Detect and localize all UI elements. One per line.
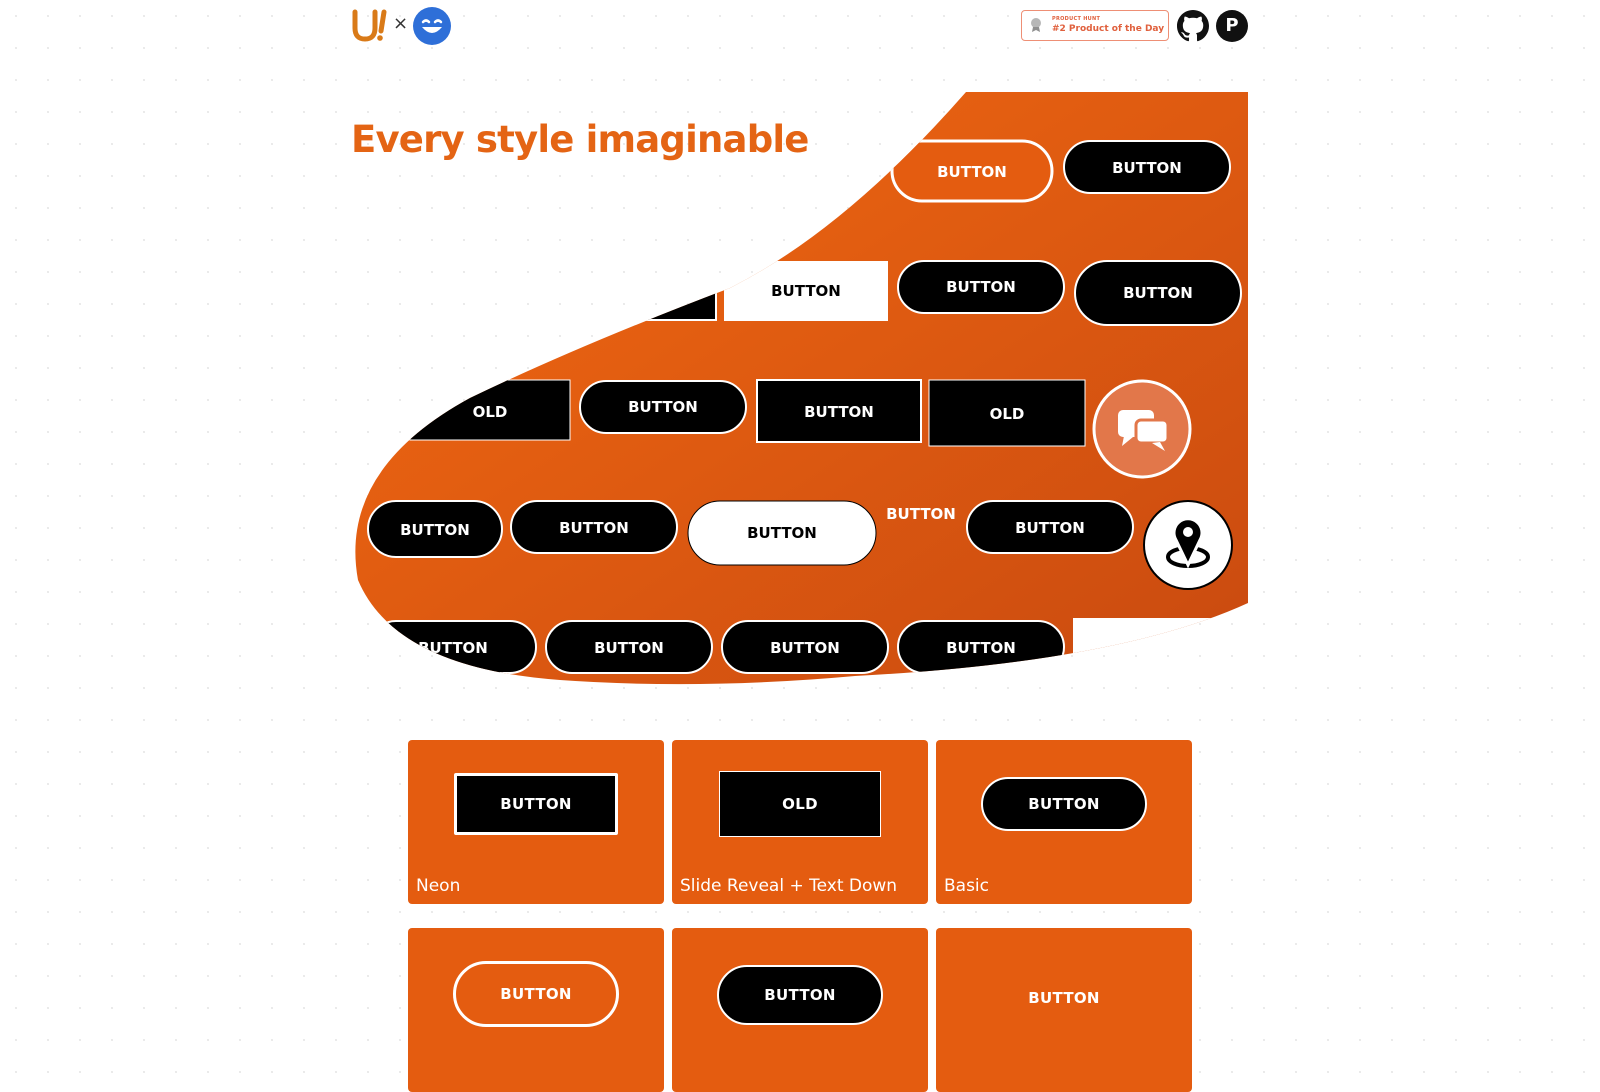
medal-icon: [1031, 18, 1041, 32]
hero-button-14[interactable]: BUTTON: [966, 500, 1134, 554]
hero-button-9[interactable]: OLD: [928, 379, 1086, 447]
winking-emoji-icon[interactable]: [413, 7, 451, 45]
hero-button-10[interactable]: BUTTON: [367, 500, 503, 558]
hero-button-11[interactable]: BUTTON: [510, 500, 678, 554]
card-neon[interactable]: BUTTON Neon: [408, 740, 664, 904]
card-slide-reveal[interactable]: OLD Slide Reveal + Text Down: [672, 740, 928, 904]
hero-button-13[interactable]: BUTTON: [886, 505, 956, 523]
hero-button-label: BUTTON: [804, 403, 874, 421]
card-row2-1[interactable]: BUTTON: [408, 928, 664, 1092]
hero-button-12[interactable]: BUTTON: [687, 500, 877, 566]
card-demo-button[interactable]: BUTTON: [453, 961, 619, 1027]
card-row2-3[interactable]: BUTTON: [936, 928, 1192, 1092]
hero-button-15[interactable]: BUTTON: [369, 620, 537, 674]
hero-button-5[interactable]: BUTTON: [1074, 260, 1242, 326]
chat-button[interactable]: [1092, 379, 1192, 479]
hero-button-label: BUTTON: [400, 521, 470, 539]
hero-button-label: BUTTON: [1123, 284, 1193, 302]
p-icon[interactable]: P: [1216, 10, 1248, 42]
github-icon[interactable]: [1177, 10, 1209, 42]
card-label: Slide Reveal + Text Down: [680, 876, 898, 896]
hero-button-4[interactable]: BUTTON: [897, 260, 1065, 314]
times-symbol: ×: [393, 13, 409, 34]
hero-button-label: OLD: [990, 405, 1025, 423]
hero-section: Every style imaginable BUTTON: [351, 92, 1248, 685]
hero-button-3[interactable]: BUTTON: [724, 261, 888, 321]
hero-button-label: BUTTON: [747, 524, 817, 542]
hero-button-label: BUTTON: [946, 278, 1016, 296]
card-demo-button[interactable]: BUTTON: [981, 777, 1147, 831]
hero-button-8[interactable]: BUTTON: [756, 379, 922, 443]
badge-main-text: #2 Product of the Day: [1052, 24, 1165, 34]
card-basic[interactable]: BUTTON Basic: [936, 740, 1192, 904]
card-demo-button[interactable]: OLD: [719, 771, 881, 837]
hero-button-16[interactable]: BUTTON: [545, 620, 713, 674]
hero-button-label: BUTTON: [937, 163, 1007, 181]
card-demo-button[interactable]: BUTTON: [454, 773, 618, 835]
hero-white-block: [1073, 618, 1248, 678]
hero-showcase: BUTTON BUTTON BUTTON BUTTON BUTTON: [355, 92, 1248, 685]
brand-logo[interactable]: [351, 6, 391, 46]
hero-button-2[interactable]: BUTTON: [1063, 140, 1231, 194]
card-demo-button[interactable]: BUTTON: [717, 965, 883, 1025]
hero-button-label: BUTTON: [559, 519, 629, 537]
location-button[interactable]: [1143, 500, 1233, 590]
hero-button-label: BUTTON: [946, 639, 1016, 657]
hero-button-label: BUTTON: [886, 505, 956, 523]
map-pin-icon: [1166, 517, 1210, 569]
card-label: Basic: [944, 876, 990, 896]
hero-button-18[interactable]: BUTTON: [897, 620, 1065, 674]
hero-title: Every style imaginable: [351, 118, 809, 161]
hero-button-label: OLD: [473, 403, 508, 421]
hero-button-label: BUTTON: [771, 282, 841, 300]
chat-bubbles-icon: [1118, 410, 1170, 451]
hero-button-label: BUTTON: [1112, 159, 1182, 177]
hero-button-6[interactable]: OLD: [409, 379, 571, 441]
hero-button-17[interactable]: BUTTON: [721, 620, 889, 674]
hero-button-label: BUTTON: [628, 398, 698, 416]
hero-button-7[interactable]: BUTTON: [579, 380, 747, 434]
hero-button-label: BUTTON: [1015, 519, 1085, 537]
hero-button-partial-1[interactable]: [679, 140, 881, 194]
card-demo-button[interactable]: BUTTON: [1028, 989, 1100, 1007]
card-row2-2[interactable]: BUTTON: [672, 928, 928, 1092]
hero-button-label: BUTTON: [594, 639, 664, 657]
hero-button-partial-2[interactable]: [555, 261, 717, 321]
product-hunt-badge[interactable]: PRODUCT HUNT #2 Product of the Day: [1021, 10, 1169, 41]
hero-button-label: BUTTON: [770, 639, 840, 657]
hero-button-1[interactable]: BUTTON: [890, 139, 1054, 203]
hero-button-label: BUTTON: [418, 639, 488, 657]
card-label: Neon: [416, 876, 461, 896]
badge-small-text: PRODUCT HUNT: [1052, 16, 1101, 22]
